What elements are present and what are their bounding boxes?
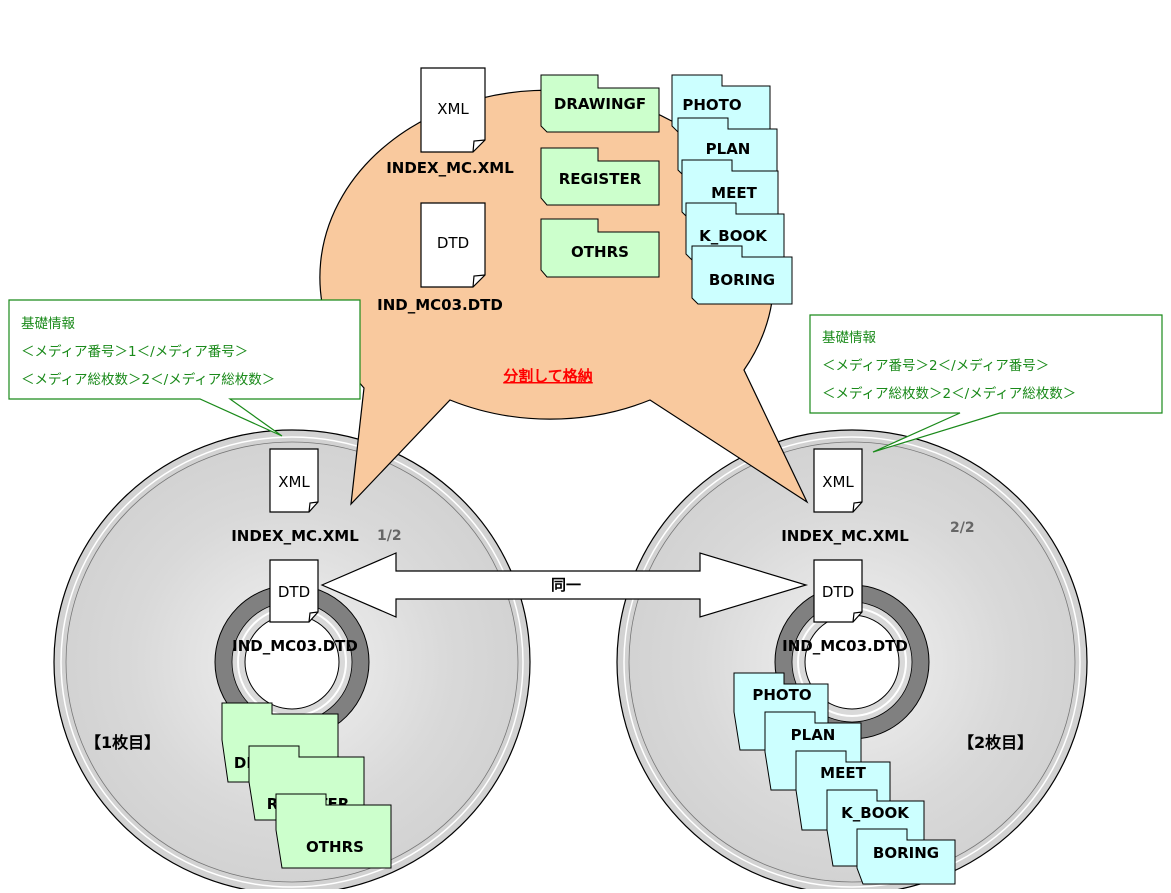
bubble-caption: 分割して格納 [503,367,593,385]
bubble-xml-filename: INDEX_MC.XML [386,159,514,177]
bubble-folder-k-book-label: K_BOOK [699,227,768,245]
disc-1-dtd-filename: IND_MC03.DTD [232,637,358,655]
bubble-dtd-doc-icon: DTD [420,202,486,288]
disc-2-dtd-icon-label: DTD [822,583,854,601]
bubble-folder-plan-label: PLAN [706,140,751,158]
disc-2: XML INDEX_MC.XML 2/2 DTD IND_MC03.DTD 【2… [616,429,1088,893]
disc-2-folder-boring-label: BORING [873,844,939,862]
bubble-folder-photo-label: PHOTO [682,96,741,114]
disc-2-folder-boring: BORING [856,828,956,885]
identical-double-arrow: 同一 [320,552,809,618]
disc-2-dtd-doc-icon: DTD [813,559,863,623]
disc-2-folder-plan-label: PLAN [791,726,836,744]
disc-1-folder-othrs-label: OTHRS [306,838,364,856]
disc-2-dtd-filename: IND_MC03.DTD [782,637,908,655]
bubble-folder-boring-label: BORING [709,271,775,289]
bubble-folder-othrs: OTHRS [540,218,660,278]
bubble-dtd-filename: IND_MC03.DTD [377,296,503,314]
disc-1-hole [244,614,340,710]
disc-1-label: 【1枚目】 [85,733,160,752]
bubble-folder-drawingf-label: DRAWINGF [554,95,646,113]
disc-2-fraction: 2/2 [950,520,975,536]
disc-1-folder-othrs: OTHRS [275,793,392,869]
disc-1-dtd-doc-icon: DTD [269,559,319,623]
disc-2-xml-doc-icon: XML [813,448,863,513]
callout-note-1: 基礎情報 ＜メディア番号＞1＜/メディア番号＞ ＜メディア総枚数＞2＜/メディア… [8,299,361,437]
disc-1-xml-icon-label: XML [278,473,310,491]
disc-1-xml-doc-icon: XML [269,448,319,513]
disc-2-xml-icon-label: XML [822,473,854,491]
callout-note-2: 基礎情報 ＜メディア番号＞2＜/メディア番号＞ ＜メディア総枚数＞2＜/メディア… [809,314,1163,453]
bubble-folder-drawingf: DRAWINGF [540,74,660,133]
callout-note-2-line-1: 基礎情報 [822,329,876,346]
callout-note-1-line-2: ＜メディア番号＞1＜/メディア番号＞ [21,343,248,360]
bubble-folder-othrs-label: OTHRS [571,243,629,261]
disc-2-label: 【2枚目】 [958,733,1033,752]
callout-note-2-line-3: ＜メディア総枚数＞2＜/メディア総枚数＞ [822,385,1076,402]
disc-1: XML INDEX_MC.XML 1/2 DTD IND_MC03.DTD 【1… [53,429,531,893]
disc-1-xml-filename: INDEX_MC.XML [231,527,359,545]
bubble-folder-boring: BORING [691,245,793,305]
speech-bubble: XML INDEX_MC.XML DTD IND_MC03.DTD DRAWIN… [319,67,809,506]
bubble-folder-register: REGISTER [540,147,660,206]
disc-2-folder-photo-label: PHOTO [752,686,811,704]
bubble-xml-icon-label: XML [437,100,469,118]
disc-2-folder-k-book-label: K_BOOK [841,804,910,822]
bubble-folder-meet-label: MEET [711,184,757,202]
disc-2-folder-meet-label: MEET [820,764,866,782]
bubble-dtd-icon-label: DTD [437,234,469,252]
disc-1-dtd-icon-label: DTD [278,583,310,601]
bubble-xml-doc-icon: XML [420,67,486,153]
bubble-folder-register-label: REGISTER [559,170,642,188]
callout-note-2-line-2: ＜メディア番号＞2＜/メディア番号＞ [822,357,1049,374]
disc-1-fraction: 1/2 [377,528,402,544]
arrow-label: 同一 [551,576,581,594]
callout-note-1-line-3: ＜メディア総枚数＞2＜/メディア総枚数＞ [21,371,275,388]
disc-2-xml-filename: INDEX_MC.XML [781,527,909,545]
callout-note-1-line-1: 基礎情報 [21,315,75,332]
